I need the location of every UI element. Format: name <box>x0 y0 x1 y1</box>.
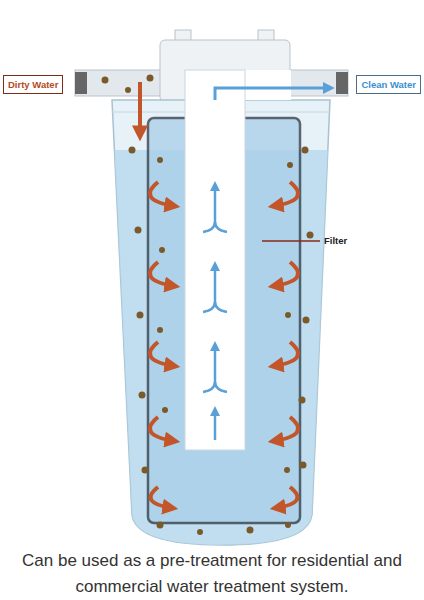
part-label: Filter <box>324 235 347 246</box>
label-box: Clean Water <box>356 75 421 94</box>
caption: Can be used as a pre-treatment for resid… <box>7 548 417 599</box>
label-box: Dirty Water <box>3 75 63 94</box>
flow-label: Clean Water <box>361 79 416 90</box>
flow-label: Dirty Water <box>8 79 58 90</box>
